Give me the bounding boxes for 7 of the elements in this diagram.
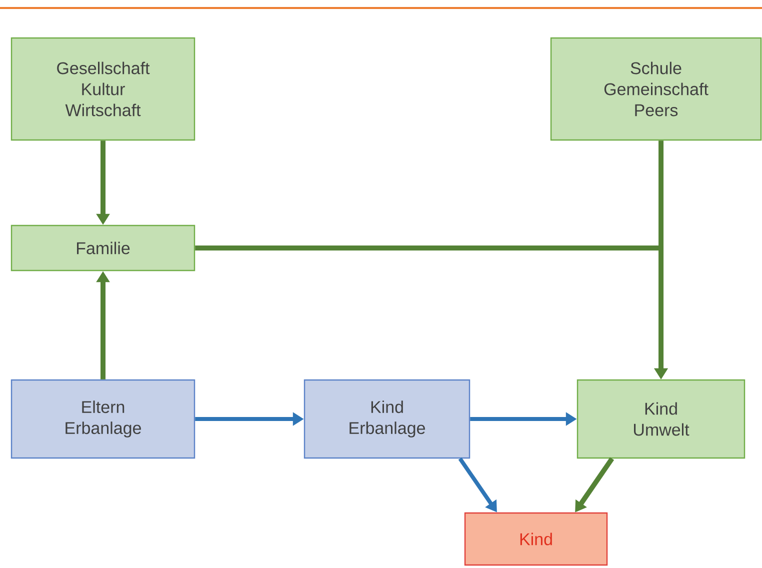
topic-box: Gesellschaft Kultur Wirtschaft xyxy=(10,37,196,141)
result-box: Kind xyxy=(464,512,608,566)
heredity-box: Eltern Erbanlage xyxy=(10,379,196,459)
topic-box: Kind Umwelt xyxy=(576,379,746,459)
heredity-box: Kind Erbanlage xyxy=(304,379,470,459)
topic-box: Familie xyxy=(10,224,196,272)
topic-box: Schule Gemeinschaft Peers xyxy=(550,37,762,141)
